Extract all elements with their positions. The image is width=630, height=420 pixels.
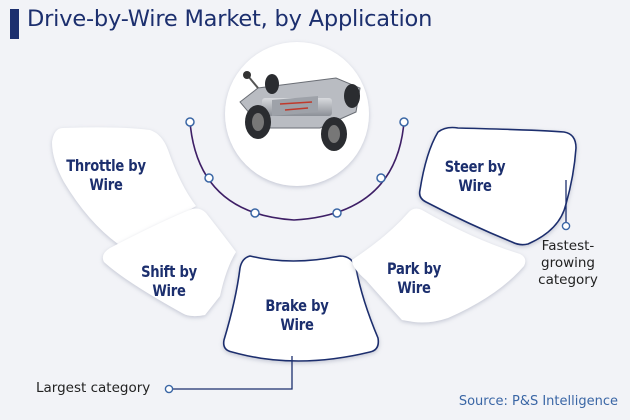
largest-category-callout: Largest category <box>36 380 151 396</box>
arc-node <box>250 208 260 218</box>
connector-arc <box>189 121 405 221</box>
fastest-growing-callout: Fastest- growing category <box>530 238 606 289</box>
car-chassis-icon <box>239 71 361 151</box>
largest-callout-line <box>172 356 293 390</box>
segment-brake-card <box>222 255 380 362</box>
arc-node <box>204 173 214 183</box>
fastest-callout-line-2: growing <box>541 255 595 271</box>
page-title: Drive-by-Wire Market, by Application <box>27 6 433 32</box>
source-note: Source: P&S Intelligence <box>458 394 618 409</box>
segment-brake-label: Brake by Wire <box>265 296 329 334</box>
segment-shift-card <box>102 208 236 317</box>
fastest-callout-line-1: Fastest- <box>541 238 595 254</box>
arc-node <box>332 208 342 218</box>
segment-shift-label: Shift by Wire <box>141 262 197 300</box>
segment-park-card <box>352 208 526 323</box>
largest-callout-node <box>164 384 174 394</box>
title-accent-bar <box>10 9 19 39</box>
arc-node <box>399 117 409 127</box>
arc-node <box>376 173 386 183</box>
fastest-callout-node <box>561 221 571 231</box>
segment-throttle-card <box>52 127 196 247</box>
fastest-callout-line-3: category <box>538 272 598 288</box>
segment-steer-label: Steer by Wire <box>444 157 506 195</box>
segment-throttle-label: Throttle by Wire <box>66 156 146 194</box>
arc-node <box>185 117 195 127</box>
segment-steer-card <box>418 126 577 246</box>
segment-park-label: Park by Wire <box>386 259 442 297</box>
